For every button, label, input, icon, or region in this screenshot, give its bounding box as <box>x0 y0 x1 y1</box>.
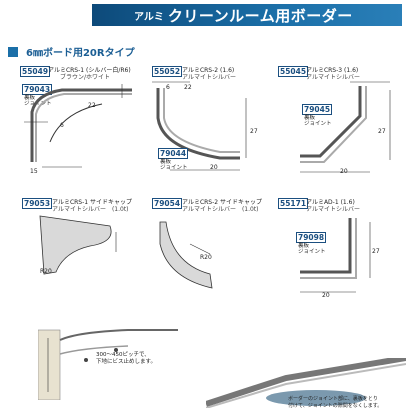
product-name: アルミCRS-2 サイドキャップ アルマイトシルバー (1.0t) <box>182 199 262 213</box>
dim-label: 27 <box>372 248 380 255</box>
joint-code: 79043 <box>22 84 53 95</box>
product-name: アルミCRS-1 (シルバー白/R6) ブラウン/ホワイト <box>48 67 131 81</box>
product-name: アルミAD-1 (1.6) アルマイトシルバー <box>306 199 360 213</box>
profile-drawing-55052 <box>152 81 247 171</box>
installation-illustration <box>38 329 178 400</box>
section-bullet-icon <box>8 46 18 57</box>
dim-label: 6 <box>60 122 64 129</box>
product-code: 55045 <box>278 66 309 77</box>
banner-title: クリーンルーム用ボーダー <box>167 6 353 25</box>
dim-label: 20 <box>340 168 348 175</box>
joint-label: 裏板 ジョイント <box>160 159 188 171</box>
joint-label: 裏板 ジョイント <box>298 243 326 255</box>
dim-label: 27 <box>250 128 258 135</box>
profile-drawing-55049 <box>24 84 132 168</box>
dim-label: 15 <box>30 168 38 175</box>
dim-label: 22 <box>184 84 192 91</box>
product-code: 55171 <box>278 198 309 209</box>
dim-label: 20 <box>210 164 218 171</box>
joint-code: 79098 <box>296 232 327 243</box>
product-name: アルミCRS-2 (1.6) アルマイトシルバー <box>182 67 236 81</box>
dim-label: 20 <box>322 292 330 299</box>
product-code: 79054 <box>152 198 183 209</box>
joint-label: 裏板 ジョイント <box>24 95 52 107</box>
section-title: 6㎜ボード用20Rタイプ <box>26 48 135 59</box>
product-code: 55052 <box>152 66 183 77</box>
title-banner: アルミ クリーンルーム用ボーダー <box>92 4 402 26</box>
profile-drawing-55045 <box>300 81 391 173</box>
banner-prefix: アルミ <box>134 11 164 23</box>
dim-label: 6 <box>166 84 170 91</box>
cap-drawing-79053 <box>39 215 117 275</box>
pitch-note: 300〜450ピッチで、 下地にビス止めします。 <box>96 352 156 365</box>
section-heading: 6㎜ボード用20Rタイプ <box>8 44 135 59</box>
joint-code: 79045 <box>302 104 333 115</box>
product-name: アルミCRS-1 サイドキャップ アルマイトシルバー (1.0t) <box>52 199 132 213</box>
cap-drawing-79054 <box>159 221 213 289</box>
joint-illustration <box>206 358 406 408</box>
dim-label: 27 <box>378 128 386 135</box>
dim-label: R20 <box>200 254 212 261</box>
dim-label: R20 <box>40 268 52 275</box>
joint-label: 裏板 ジョイント <box>304 115 332 127</box>
product-code: 79053 <box>22 198 53 209</box>
joint-note: ボーダーのジョイント部に、裏板をとり 付けて、ジョイントの隙間をなくします。 <box>288 396 383 409</box>
product-name: アルミCRS-3 (1.6) アルマイトシルバー <box>306 67 360 81</box>
dim-label: 22 <box>88 102 96 109</box>
joint-code: 79044 <box>158 148 189 159</box>
profile-drawing-55171 <box>300 218 371 293</box>
product-code: 55049 <box>20 66 51 77</box>
